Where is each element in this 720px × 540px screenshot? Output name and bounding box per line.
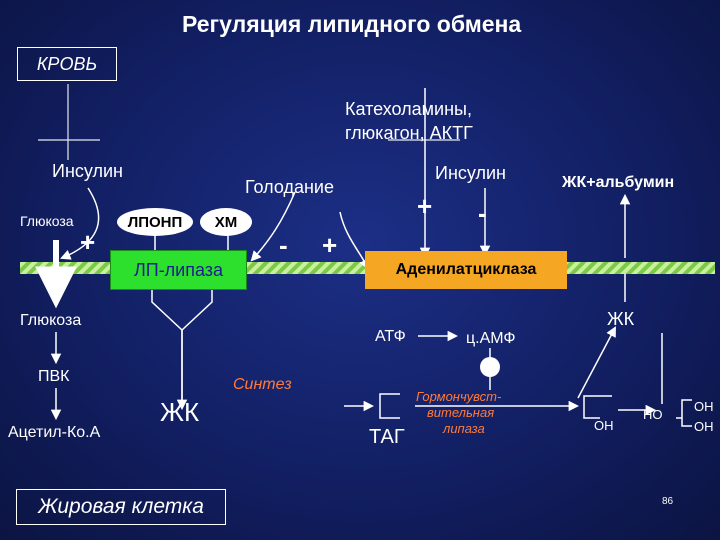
fat-cell-box: Жировая клетка bbox=[16, 489, 226, 525]
glucose-outer-label: Глюкоза bbox=[20, 213, 74, 229]
adenylate-cyclase-box: Аденилатциклаза bbox=[365, 251, 567, 289]
hs-lipase-line2: вительная bbox=[427, 405, 495, 420]
fat-cell-label: Жировая клетка bbox=[38, 495, 204, 518]
camp-label: ц.АМФ bbox=[466, 330, 516, 347]
hs-lipase-line3: липаза bbox=[443, 421, 485, 436]
blood-label: КРОВЬ bbox=[36, 53, 98, 74]
fasting-minus-arrow bbox=[250, 191, 296, 262]
minus-sign-insulin: - bbox=[478, 198, 487, 228]
page-number: 86 bbox=[662, 496, 674, 507]
plus-sign-glucose: + bbox=[80, 227, 96, 257]
plus-sign-hormones: + bbox=[417, 191, 433, 221]
tag-bracket bbox=[379, 393, 400, 419]
hs-lipase-line1: Гормончувст- bbox=[416, 389, 502, 404]
fa-albumin-label: ЖК+альбумин bbox=[562, 174, 675, 191]
glycerol-ho: НО bbox=[643, 407, 663, 422]
glycerol-to-fa-arrow bbox=[577, 326, 616, 399]
insulin-glucose-arrow bbox=[60, 187, 100, 260]
insulin-left-label: Инсулин bbox=[52, 161, 123, 181]
adenylate-cyclase-label: Аденилатциклаза bbox=[395, 261, 537, 278]
hormones-line2: глюкагон, АКТГ bbox=[345, 123, 473, 143]
plus-sign-fasting: + bbox=[322, 230, 338, 260]
glycerol-oh-bottom: ОН bbox=[694, 419, 714, 434]
vldl-node: ЛПОНП bbox=[117, 208, 193, 236]
page-title: Регуляция липидного обмена bbox=[182, 11, 522, 37]
fa-right-label: ЖК bbox=[607, 309, 635, 329]
acetyl-coa-label: Ацетил-Ко.А bbox=[8, 424, 101, 441]
activation-node bbox=[480, 357, 500, 377]
atp-label: АТФ bbox=[375, 328, 406, 345]
chylomicron-label: ХМ bbox=[214, 213, 238, 231]
insulin-right-label: Инсулин bbox=[435, 163, 506, 183]
minus-sign-fasting: - bbox=[279, 230, 288, 260]
blood-box: КРОВЬ bbox=[17, 47, 117, 81]
glycerol-bracket bbox=[583, 395, 612, 419]
vldl-label: ЛПОНП bbox=[127, 213, 183, 231]
chylomicron-node: ХМ bbox=[200, 208, 252, 236]
synthesis-label: Синтез bbox=[233, 376, 292, 393]
lipoprotein-lipase-box: ЛП-липаза bbox=[110, 250, 247, 290]
fasting-label: Голодание bbox=[245, 177, 334, 197]
glycerol-oh-fork bbox=[676, 399, 692, 427]
hormones-line1: Катехоламины, bbox=[345, 99, 472, 119]
lpl-label: ЛП-липаза bbox=[133, 259, 224, 280]
fa-center-label: ЖК bbox=[160, 397, 200, 427]
pyruvate-label: ПВК bbox=[38, 368, 70, 385]
glycerol-oh-left: ОН bbox=[594, 418, 614, 433]
tag-label: ТАГ bbox=[369, 426, 405, 448]
sparkle-icon bbox=[38, 84, 100, 160]
glycerol-oh-top: ОН bbox=[694, 399, 714, 414]
fasting-plus-arrow bbox=[339, 211, 369, 270]
glucose-inner-label: Глюкоза bbox=[20, 312, 82, 329]
